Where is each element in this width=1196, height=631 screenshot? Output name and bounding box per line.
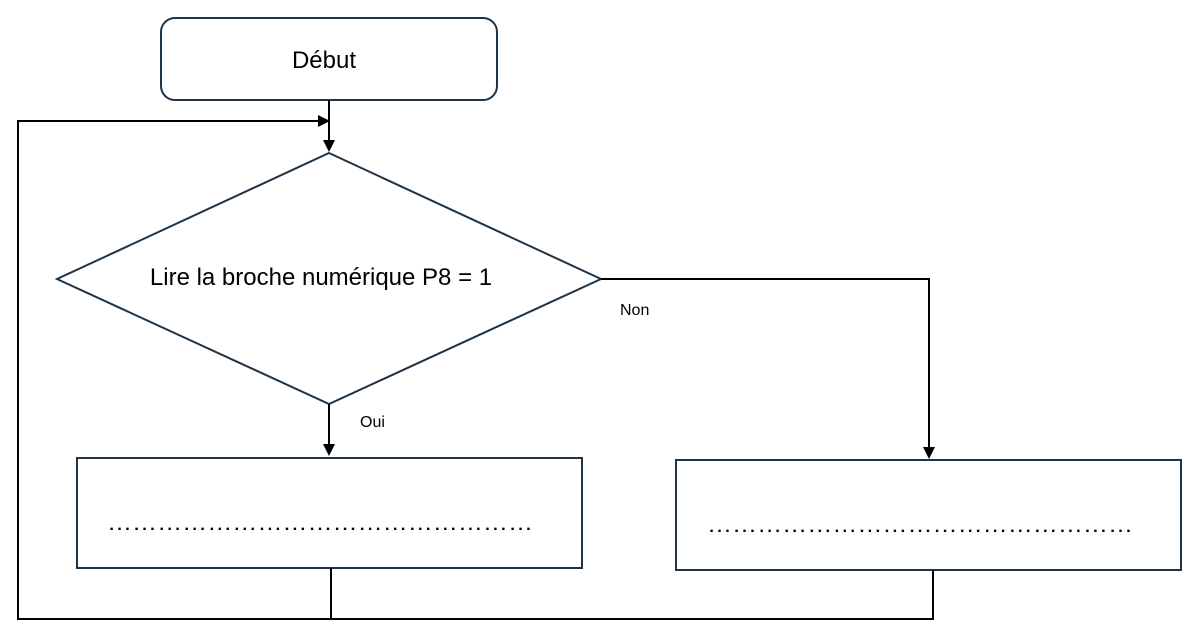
- decision-label: Lire la broche numérique P8 = 1: [150, 264, 492, 291]
- connector-loop-return: [17, 115, 331, 620]
- action-box-left-placeholder: ……………………………………………: [107, 510, 533, 535]
- no-label: Non: [620, 302, 649, 319]
- start-label: Début: [292, 47, 356, 74]
- start-node: Début: [160, 17, 498, 101]
- action-box-left: ……………………………………………: [76, 457, 583, 569]
- connector-loop-back: [330, 568, 934, 620]
- action-box-left-shape: [76, 457, 583, 569]
- yes-label: Oui: [360, 414, 385, 431]
- connector-no-branch: [601, 278, 935, 459]
- action-box-right: ……………………………………………: [675, 459, 1182, 571]
- decision-node: Lire la broche numérique P8 = 1: [54, 151, 604, 406]
- action-box-right-placeholder: ……………………………………………: [707, 512, 1133, 537]
- action-box-right-shape: [675, 459, 1182, 571]
